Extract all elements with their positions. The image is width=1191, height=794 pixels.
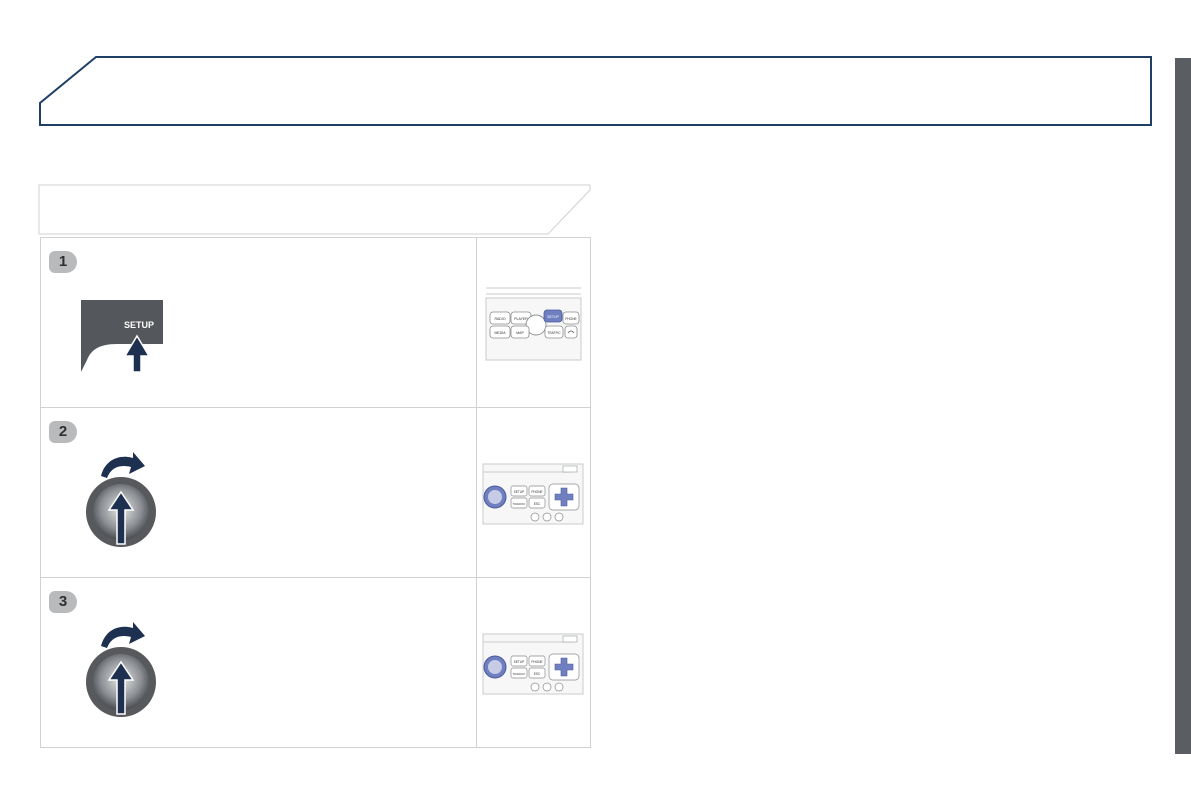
thumb-label-setup: SETUP [547,315,559,319]
radio-front-panel-thumbnail: RADIO PLAYER SETUP PHONE MEDIA MAP TRAFF… [485,287,582,361]
column-divider [476,578,477,748]
step-row-1: 1 SETUP RADIO PLAYER SETUP PHONE MEDIA M… [41,238,590,408]
step-number-badge: 1 [49,251,77,273]
press-arrow-icon [107,660,135,715]
rotary-knob-icon [86,622,156,717]
steps-panel: 1 SETUP RADIO PLAYER SETUP PHONE MEDIA M… [40,237,591,748]
thumb-label-radio: RADIO [494,317,505,321]
thumb-label-media: MEDIA [494,331,506,335]
setup-button-icon: SETUP [81,300,163,372]
thumb-label-phone: PHONE [531,660,542,664]
step-number-badge: 3 [49,591,77,613]
thumb-label-phone: PHONE [565,317,576,321]
thumb-label-player: PLAYER [514,317,528,321]
press-arrow-icon [123,334,151,372]
column-divider [476,238,477,407]
step-number-badge: 2 [49,421,77,443]
thumb-label-esc: ESC [534,502,541,506]
thumb-label-traffic: TRAFFIC [513,672,526,676]
column-divider [476,408,477,577]
chapter-side-tab [1175,58,1191,754]
thumb-label-map: MAP [516,331,524,335]
thumb-label-phone: PHONE [531,490,542,494]
thumb-label-esc: ESC [534,672,541,676]
rotate-arrow-icon [101,452,145,478]
section-header-box [38,184,591,235]
step-row-3: 3 SETUP PHONE TR [41,578,590,748]
radio-knob-panel-thumbnail: SETUP PHONE TRAFFIC ESC [482,463,584,525]
rotate-arrow-icon [101,622,145,648]
thumb-label-setup: SETUP [514,660,525,664]
thumb-label-traffic: TRAFFIC [513,502,526,506]
press-arrow-icon [107,490,135,545]
radio-knob-panel-thumbnail: SETUP PHONE TRAFFIC ESC [482,633,584,695]
setup-button-label: SETUP [124,320,154,330]
step-row-2: 2 SETUP PHONE TR [41,408,590,578]
thumb-label-setup: SETUP [514,490,525,494]
chapter-header-banner [39,56,1152,126]
rotary-knob-icon [86,452,156,547]
thumb-label-traffic: TRAFFIC [547,331,561,335]
